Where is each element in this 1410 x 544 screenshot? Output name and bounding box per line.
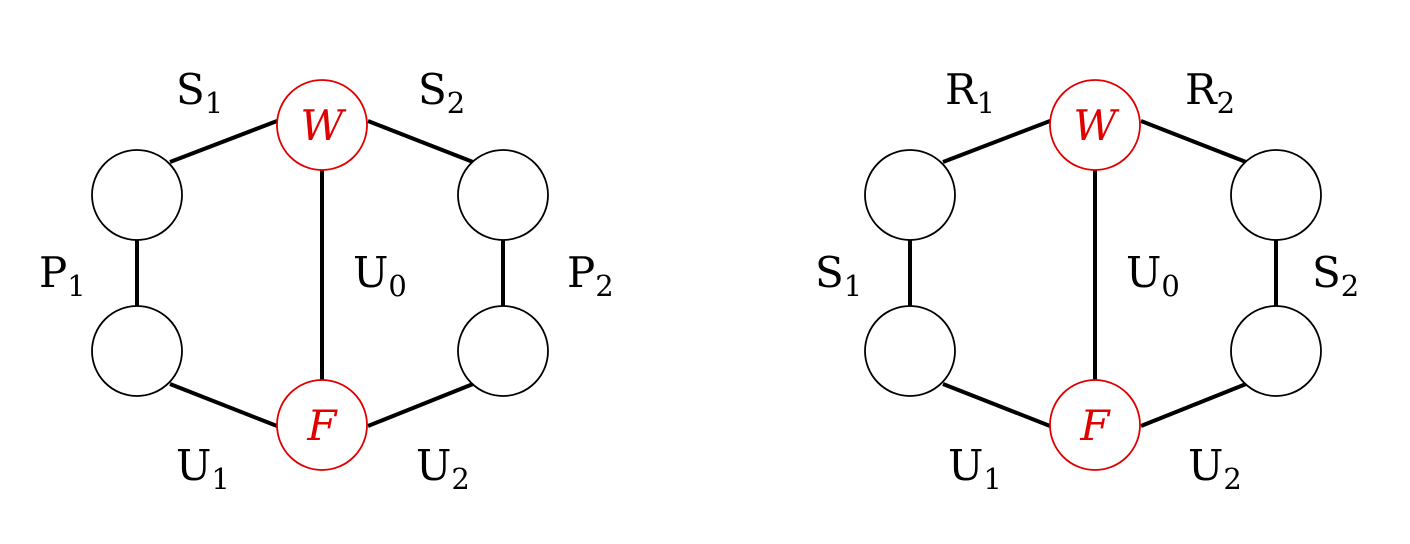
- edge-lower-left: [169, 382, 278, 428]
- node-w: [276, 79, 368, 171]
- node-w: [1049, 79, 1141, 171]
- edge-upper-right: [1140, 119, 1247, 164]
- label-lower-left: U1: [948, 441, 1002, 496]
- node-w-label: W: [300, 101, 347, 150]
- label-lower-right: U2: [1188, 441, 1242, 496]
- node-f: [1049, 379, 1141, 471]
- edge-lower-right: [367, 382, 474, 428]
- label-lower-right: U2: [416, 441, 470, 496]
- label-left: P1: [39, 248, 86, 303]
- node-f-label: F: [306, 401, 338, 450]
- label-upper-right: S2: [418, 65, 465, 120]
- label-right: S2: [1312, 248, 1359, 303]
- label-lower-left: U1: [176, 441, 230, 496]
- node-upper-left: [91, 149, 183, 241]
- node-upper-right: [457, 149, 549, 241]
- label-center: U0: [1126, 248, 1180, 303]
- edge-lower-right: [1140, 382, 1247, 428]
- node-lower-left: [91, 305, 183, 397]
- edge-upper-right: [367, 119, 474, 164]
- node-f-label: F: [1079, 401, 1111, 450]
- node-upper-left: [864, 149, 956, 241]
- edge-lower-left: [942, 382, 1051, 428]
- graph-right: W F R1 R2 S1 S2 U0 U1 U2: [815, 65, 1359, 496]
- edge-upper-left: [169, 119, 278, 164]
- graph-left: W F S1 S2 P1 P2 U0 U1 U2: [39, 65, 614, 496]
- node-lower-right: [457, 305, 549, 397]
- label-upper-left: R1: [945, 65, 995, 120]
- label-upper-right: R2: [1185, 65, 1235, 120]
- edge-upper-left: [942, 119, 1051, 164]
- label-center: U0: [353, 248, 407, 303]
- node-f: [276, 379, 368, 471]
- label-left: S1: [815, 248, 862, 303]
- label-upper-left: S1: [176, 65, 223, 120]
- node-w-label: W: [1073, 101, 1120, 150]
- label-right: P2: [567, 248, 614, 303]
- node-upper-right: [1230, 149, 1322, 241]
- node-lower-left: [864, 305, 956, 397]
- node-lower-right: [1230, 305, 1322, 397]
